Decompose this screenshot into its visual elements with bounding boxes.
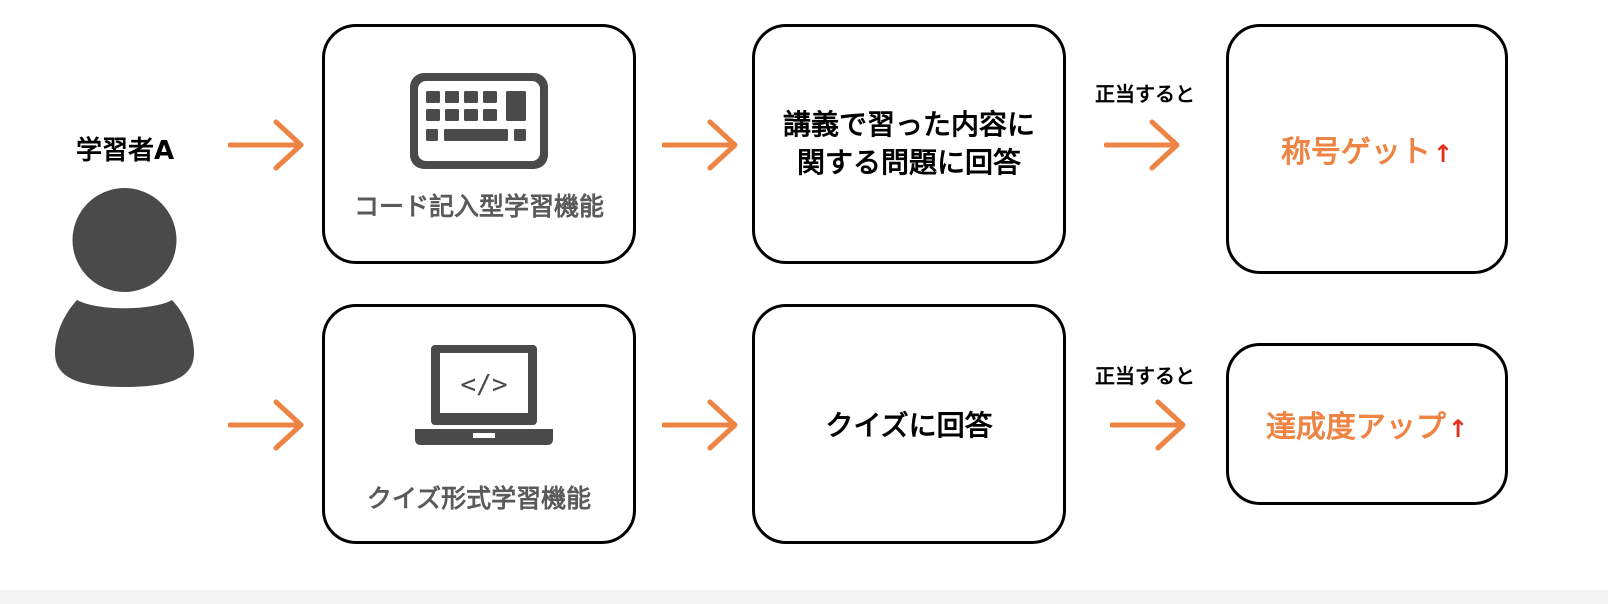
svg-text:</>: </> xyxy=(461,370,508,400)
laptop-code-icon: </> xyxy=(415,345,553,445)
task-text-lecture-questions: 講義で習った内容に 関する問題に回答 xyxy=(755,106,1063,182)
up-arrow-icon: ↑ xyxy=(1432,140,1454,168)
arrow-task-to-result-2 xyxy=(1110,399,1186,451)
feature-box-code-entry: コード記入型学習機能 xyxy=(322,24,636,264)
result-label-progress: 達成度アップ xyxy=(1265,410,1446,445)
task-box-lecture-questions: 講義で習った内容に 関する問題に回答 xyxy=(752,24,1066,264)
feature-box-quiz: </> クイズ形式学習機能 xyxy=(322,304,636,544)
result-label-title: 称号ゲット xyxy=(1280,135,1431,170)
person-body xyxy=(55,300,194,387)
arrow-learner-to-feature-2 xyxy=(228,399,304,451)
person-icon xyxy=(55,188,194,387)
arrow-learner-to-feature-1 xyxy=(228,119,304,171)
person-head xyxy=(72,188,177,292)
feature-label-quiz: クイズ形式学習機能 xyxy=(366,484,592,513)
condition-label-2: 正当すると xyxy=(1095,364,1195,388)
learner-label: 学習者A xyxy=(75,136,175,166)
result-text-title: 称号ゲット↑ xyxy=(1229,127,1505,171)
up-arrow-icon: ↑ xyxy=(1447,415,1469,443)
arrow-task-to-result-1 xyxy=(1104,119,1180,171)
result-text-progress: 達成度アップ↑ xyxy=(1229,402,1505,446)
arrow-feature-to-task-2 xyxy=(662,399,738,451)
condition-label-1: 正当すると xyxy=(1095,82,1195,106)
result-box-title: 称号ゲット↑ xyxy=(1226,24,1508,274)
arrow-feature-to-task-1 xyxy=(662,119,738,171)
feature-label-code-entry: コード記入型学習機能 xyxy=(353,192,604,221)
task-text-quiz-answer: クイズに回答 xyxy=(825,409,993,442)
keyboard-icon xyxy=(410,73,548,169)
task-line-1: 講義で習った内容に xyxy=(782,108,1035,141)
result-box-progress: 達成度アップ↑ xyxy=(1226,343,1508,505)
task-box-quiz-answer: クイズに回答 xyxy=(752,304,1066,544)
task-line-2: 関する問題に回答 xyxy=(796,146,1021,179)
diagram-panel: 学習者A xyxy=(0,0,1608,590)
